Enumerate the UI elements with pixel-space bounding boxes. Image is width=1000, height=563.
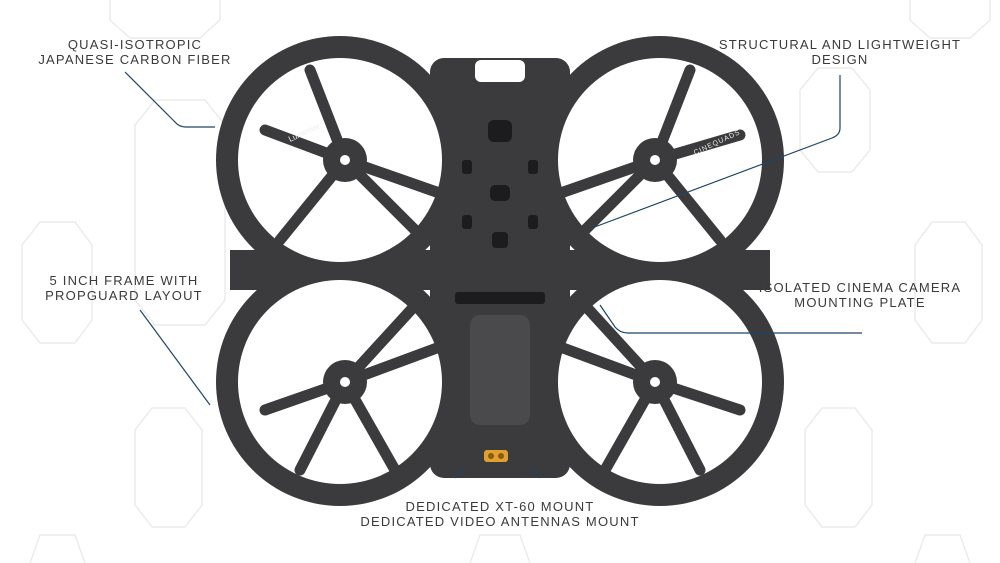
callout-camera-plate: ISOLATED CINEMA CAMERA MOUNTING PLATE xyxy=(758,280,962,310)
leader-line-xt60-left xyxy=(454,465,466,479)
hexagon-watermarks xyxy=(21,0,991,563)
leader-line-xt60-right xyxy=(529,465,541,479)
leader-line-frame xyxy=(139,309,211,406)
callout-mounts: DEDICATED XT-60 MOUNT DEDICATED VIDEO AN… xyxy=(360,499,640,529)
leader-lines xyxy=(124,71,862,479)
leader-line-structural xyxy=(591,75,841,229)
leader-line-camera xyxy=(599,304,862,334)
motor-mounts xyxy=(323,138,677,404)
leader-line-carbon xyxy=(124,71,215,128)
callout-structural: STRUCTURAL AND LIGHTWEIGHT DESIGN xyxy=(718,37,962,67)
callout-carbon-fiber: QUASI-ISOTROPIC JAPANESE CARBON FIBER xyxy=(38,37,232,67)
plate-cutouts xyxy=(455,120,545,425)
callout-frame: 5 INCH FRAME WITH PROPGUARD LAYOUT xyxy=(45,273,203,303)
xt60-connector-icon xyxy=(484,450,508,462)
